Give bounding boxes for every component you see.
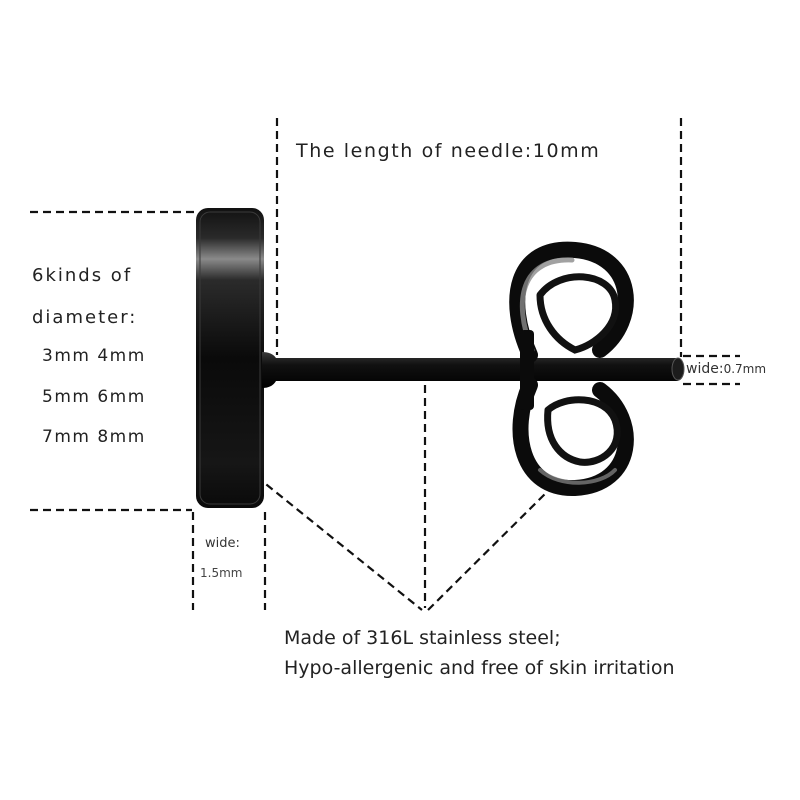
needle-pin [262, 352, 685, 388]
diameter-heading-line1: 6kinds of [32, 265, 133, 286]
disc-width-value: 1.5mm [200, 566, 243, 580]
butterfly-back [509, 241, 634, 497]
diameter-sizes-row-2: 5mm 6mm [42, 387, 146, 407]
pin-width-caption: wide: [686, 361, 724, 377]
disc-width-caption: wide: [205, 536, 240, 551]
diameter-sizes-row-3: 7mm 8mm [42, 427, 146, 447]
diameter-heading-line2: diameter: [32, 307, 138, 328]
stud-disc [196, 208, 264, 508]
pin-width-value: 0.7mm [723, 362, 767, 376]
material-line-1: Made of 316L stainless steel; [284, 627, 561, 649]
callout-disc [235, 459, 423, 611]
diameter-sizes-row-1: 3mm 4mm [42, 346, 146, 366]
pin-width-label: wide:0.7mm [686, 361, 766, 377]
needle-length-label: The length of needle:10mm [296, 140, 601, 162]
dimension-lines [30, 118, 740, 611]
callout-back [427, 486, 553, 611]
material-line-2: Hypo-allergenic and free of skin irritat… [284, 657, 675, 679]
